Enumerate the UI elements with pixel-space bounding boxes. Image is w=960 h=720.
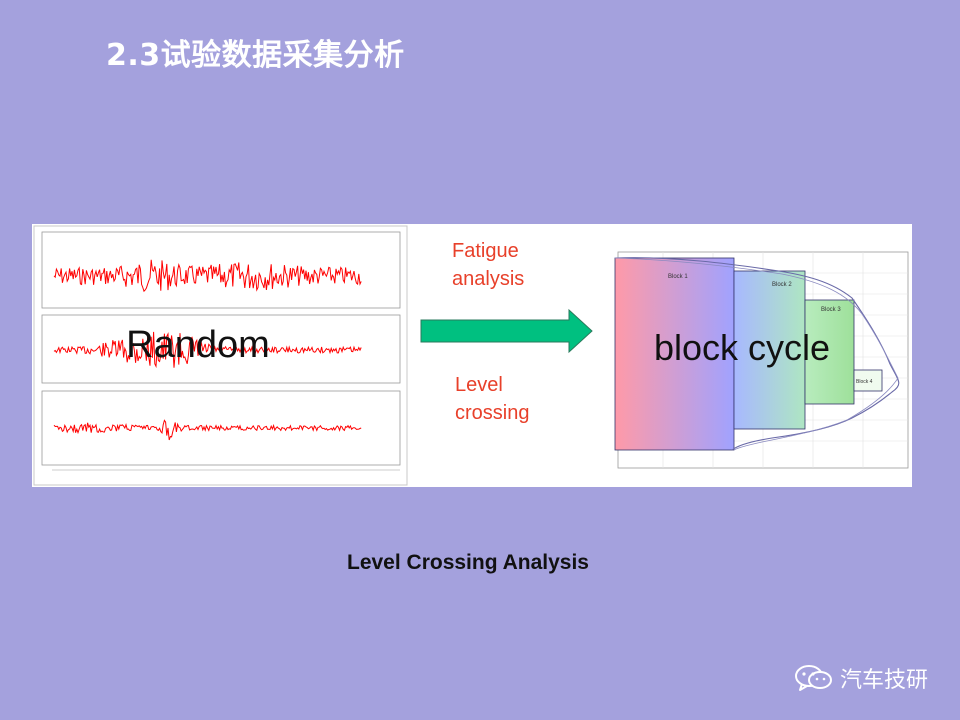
output-label: block cycle — [654, 327, 830, 368]
signal-trace-3 — [53, 419, 362, 441]
signal-track-2 — [41, 314, 401, 384]
right-arrow-icon — [420, 308, 593, 354]
crossing-label: crossing — [455, 402, 529, 424]
transformation-arrow-group: Fatigue analysis Level crossing — [420, 240, 593, 424]
random-signal-panel: Random — [33, 225, 408, 486]
block-4 — [853, 369, 883, 392]
fatigue-line-2: analysis — [452, 268, 524, 290]
block-cycle-panel: Block 1 Block 2 Block 3 Block 4 block cy… — [614, 251, 909, 469]
level-label: Level — [455, 374, 503, 396]
level-crossing-curve — [614, 257, 900, 451]
process-figure: Random Fatigue analysis Level crossing — [32, 224, 912, 487]
fatigue-line-1: Fatigue — [452, 240, 519, 262]
level-line-2: crossing — [455, 402, 529, 424]
block-2 — [733, 270, 806, 430]
wechat-icon — [794, 665, 832, 691]
block-label-2: Block 2 — [772, 282, 792, 288]
signal-track-1 — [41, 231, 401, 309]
slide-title: 2.3试验数据采集分析 — [106, 38, 405, 73]
input-label: Random — [126, 324, 270, 366]
fatigue-label: Fatigue — [452, 240, 519, 262]
level-line-1: Level — [455, 374, 503, 396]
figure-svg: Random Fatigue analysis Level crossing — [33, 225, 909, 486]
signal-trace-2 — [53, 331, 362, 369]
signal-track-3 — [41, 390, 401, 466]
signal-trace-1 — [53, 259, 362, 293]
block-label-4: Block 4 — [856, 379, 873, 385]
block-3 — [804, 299, 855, 405]
watermark-text: 汽车技研 — [839, 668, 928, 693]
figure-caption: Level Crossing Analysis — [347, 551, 589, 574]
analysis-label: analysis — [452, 268, 524, 290]
watermark: 汽车技研 — [794, 662, 928, 694]
block-label-1: Block 1 — [668, 274, 688, 280]
block-label-3: Block 3 — [821, 307, 841, 313]
